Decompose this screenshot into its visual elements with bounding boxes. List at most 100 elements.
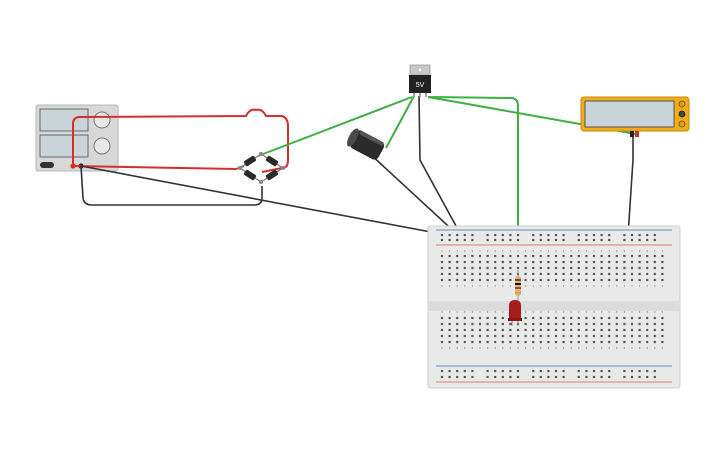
breadboard-hole[interactable] [592,254,596,258]
breadboard-hole[interactable] [448,260,451,264]
breadboard-hole[interactable] [630,334,634,338]
breadboard-hole[interactable] [577,340,580,344]
breadboard-hole[interactable] [440,316,444,320]
breadboard-hole[interactable] [547,369,550,373]
breadboard-hole[interactable] [653,316,656,320]
multimeter-jack-2[interactable] [678,110,686,118]
breadboard-hole[interactable] [471,316,474,320]
breadboard-hole[interactable] [463,278,466,282]
breadboard-hole[interactable] [661,260,664,264]
breadboard-hole[interactable] [440,238,444,242]
breadboard-hole[interactable] [661,278,664,282]
breadboard-hole[interactable] [653,254,656,258]
breadboard-hole[interactable] [547,316,550,320]
breadboard-hole[interactable] [623,272,626,276]
breadboard-hole[interactable] [501,238,504,242]
breadboard-hole[interactable] [608,272,611,276]
breadboard-hole[interactable] [630,369,634,373]
breadboard-hole[interactable] [532,260,535,264]
breadboard-hole[interactable] [509,266,512,270]
breadboard-hole[interactable] [562,233,565,237]
breadboard-hole[interactable] [463,334,466,338]
breadboard-hole[interactable] [554,375,558,379]
breadboard-hole[interactable] [653,260,656,264]
breadboard-hole[interactable] [623,340,626,344]
breadboard-hole[interactable] [486,340,489,344]
breadboard-hole[interactable] [524,340,527,344]
breadboard-hole[interactable] [463,322,466,326]
breadboard-hole[interactable] [638,334,641,338]
breadboard-hole[interactable] [608,328,611,332]
breadboard-hole[interactable] [448,233,451,237]
breadboard-hole[interactable] [539,334,542,338]
breadboard-hole[interactable] [494,316,497,320]
breadboard-hole[interactable] [532,334,535,338]
breadboard-hole[interactable] [577,272,580,276]
breadboard-hole[interactable] [532,233,535,237]
breadboard-hole[interactable] [456,272,459,276]
breadboard-hole[interactable] [478,254,482,258]
breadboard-hole[interactable] [600,233,603,237]
breadboard-hole[interactable] [539,238,542,242]
wire-black-reg-to-bb[interactable] [418,95,463,238]
breadboard-hole[interactable] [615,340,618,344]
breadboard-hole[interactable] [592,233,596,237]
breadboard-hole[interactable] [501,278,504,282]
breadboard-hole[interactable] [592,375,596,379]
breadboard-hole[interactable] [554,322,558,326]
breadboard-hole[interactable] [440,328,444,332]
breadboard-hole[interactable] [486,369,489,373]
breadboard-hole[interactable] [570,278,573,282]
breadboard-hole[interactable] [471,238,474,242]
breadboard-hole[interactable] [509,233,512,237]
breadboard-hole[interactable] [646,254,649,258]
breadboard-hole[interactable] [532,278,535,282]
breadboard-hole[interactable] [440,369,444,373]
breadboard-hole[interactable] [440,375,444,379]
breadboard-hole[interactable] [630,322,634,326]
breadboard-hole[interactable] [653,322,656,326]
breadboard-hole[interactable] [494,322,497,326]
breadboard-hole[interactable] [448,369,451,373]
breadboard-hole[interactable] [494,266,497,270]
breadboard-hole[interactable] [630,316,634,320]
breadboard-hole[interactable] [486,233,489,237]
breadboard-hole[interactable] [585,369,588,373]
breadboard-hole[interactable] [448,334,451,338]
breadboard-hole[interactable] [494,233,497,237]
breadboard-hole[interactable] [623,260,626,264]
breadboard-hole[interactable] [463,375,466,379]
breadboard-hole[interactable] [539,260,542,264]
breadboard-hole[interactable] [585,328,588,332]
breadboard-hole[interactable] [440,278,444,282]
breadboard-hole[interactable] [585,233,588,237]
breadboard-hole[interactable] [562,266,565,270]
breadboard-hole[interactable] [623,266,626,270]
breadboard-hole[interactable] [615,266,618,270]
breadboard-hole[interactable] [600,260,603,264]
breadboard-hole[interactable] [653,238,656,242]
capacitor[interactable] [345,127,386,162]
breadboard-hole[interactable] [440,334,444,338]
breadboard-hole[interactable] [478,266,482,270]
breadboard-hole[interactable] [471,272,474,276]
breadboard-hole[interactable] [516,328,520,332]
breadboard-hole[interactable] [547,233,550,237]
breadboard-hole[interactable] [448,266,451,270]
breadboard-hole[interactable] [532,322,535,326]
breadboard-hole[interactable] [570,260,573,264]
breadboard-hole[interactable] [478,278,482,282]
breadboard-hole[interactable] [509,340,512,344]
breadboard-hole[interactable] [501,322,504,326]
breadboard-hole[interactable] [547,266,550,270]
breadboard-hole[interactable] [638,369,641,373]
breadboard-hole[interactable] [592,266,596,270]
breadboard-hole[interactable] [577,266,580,270]
breadboard-hole[interactable] [623,316,626,320]
breadboard-hole[interactable] [532,316,535,320]
breadboard-hole[interactable] [509,369,512,373]
breadboard-hole[interactable] [516,340,520,344]
breadboard-hole[interactable] [577,278,580,282]
breadboard-hole[interactable] [585,340,588,344]
breadboard-hole[interactable] [471,322,474,326]
